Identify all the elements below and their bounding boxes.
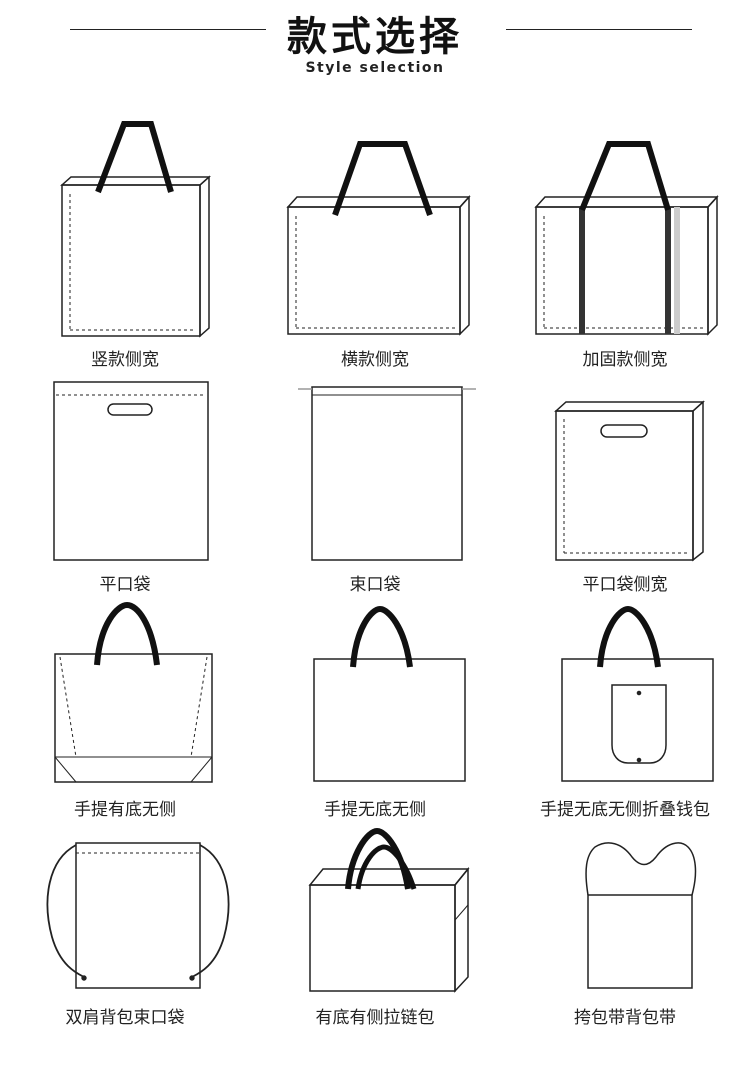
- vest-style-bag-icon: [585, 842, 697, 989]
- foldable-wallet-bag-icon: [561, 605, 714, 782]
- header-rule-left: [70, 29, 266, 30]
- style-caption: 加固款侧宽: [582, 350, 668, 370]
- flat-die-cut-bag-icon: [53, 381, 209, 561]
- style-option-foldable-wallet[interactable]: 手提无底无侧折叠钱包: [500, 597, 750, 825]
- style-option-vest-bag[interactable]: 挎包带背包带: [500, 825, 750, 1067]
- zipper-box-bag-icon: [308, 827, 470, 993]
- style-caption: 束口袋: [349, 575, 401, 595]
- style-option-horizontal-gusset[interactable]: 横款侧宽: [250, 110, 500, 375]
- drawstring-pouch-icon: [298, 386, 476, 561]
- handled-flat-bag-icon: [313, 605, 466, 782]
- reinforced-side-gusset-bag-icon: [534, 141, 719, 336]
- style-caption: 竖款侧宽: [91, 350, 159, 370]
- vertical-side-gusset-bag-icon: [60, 121, 211, 338]
- style-option-handled-flat[interactable]: 手提无底无侧: [250, 597, 500, 825]
- style-option-zipper-box[interactable]: 有底有侧拉链包: [250, 825, 500, 1067]
- style-option-flat-bag[interactable]: 平口袋: [0, 375, 250, 597]
- style-option-die-cut-gusset[interactable]: 平口袋侧宽: [500, 375, 750, 597]
- horizontal-side-gusset-bag-icon: [286, 141, 471, 336]
- style-caption: 手提有底无侧: [74, 800, 176, 820]
- page-subtitle: Style selection: [305, 60, 445, 76]
- style-option-drawstring-backpack[interactable]: 双肩背包束口袋: [0, 825, 250, 1067]
- page-title: 款式选择: [287, 14, 463, 60]
- style-caption: 有底有侧拉链包: [315, 1008, 435, 1028]
- style-caption: 挎包带背包带: [574, 1008, 676, 1028]
- style-option-handled-bottom[interactable]: 手提有底无侧: [0, 597, 250, 825]
- die-cut-gusset-bag-icon: [554, 400, 705, 562]
- style-caption: 平口袋侧宽: [582, 575, 668, 595]
- style-caption: 横款侧宽: [341, 350, 409, 370]
- page-header: 款式选择 Style selection: [0, 0, 750, 90]
- style-caption: 手提无底无侧: [324, 800, 426, 820]
- style-option-vertical-gusset[interactable]: 竖款侧宽: [0, 110, 250, 375]
- style-caption: 手提无底无侧折叠钱包: [540, 800, 710, 820]
- style-option-drawstring-pouch[interactable]: 束口袋: [250, 375, 500, 597]
- drawstring-backpack-icon: [46, 842, 230, 989]
- handled-bottom-gusset-bag-icon: [54, 601, 213, 783]
- style-option-reinforced-gusset[interactable]: 加固款侧宽: [500, 110, 750, 375]
- header-rule-right: [506, 29, 692, 30]
- style-caption: 双肩背包束口袋: [65, 1008, 185, 1028]
- style-caption: 平口袋: [99, 575, 151, 595]
